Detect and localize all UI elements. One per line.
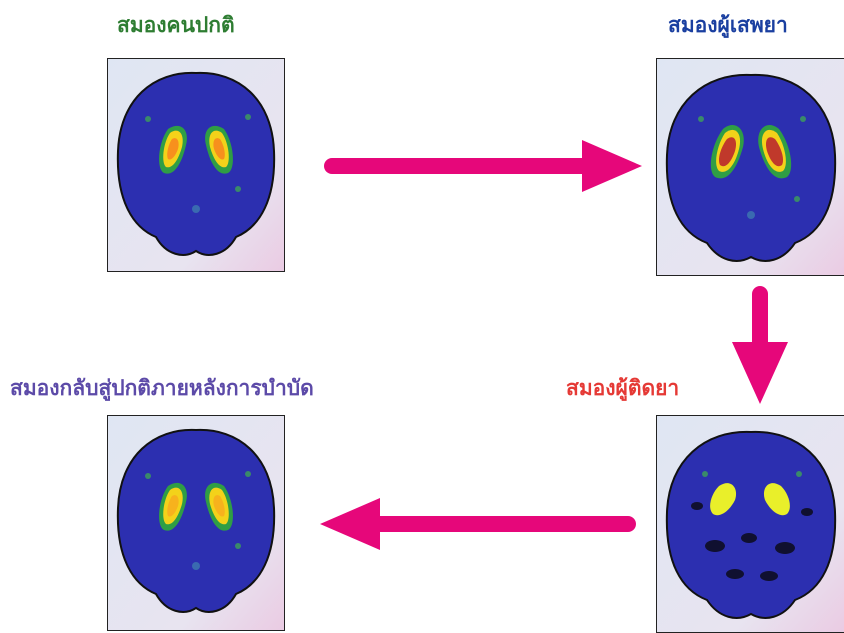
brain-scan-drug-user bbox=[656, 58, 844, 276]
brain-scan-addict bbox=[656, 415, 844, 633]
brain-scan-recovered-image bbox=[108, 416, 284, 630]
arrow-addict-to-recovered bbox=[320, 498, 636, 550]
brain-scan-normal bbox=[107, 58, 285, 272]
label-normal-brain: สมองคนปกติ bbox=[117, 13, 235, 37]
arrow-normal-to-user bbox=[324, 140, 642, 192]
brain-scan-drug-user-image bbox=[657, 59, 844, 275]
arrow-user-to-addict bbox=[732, 286, 788, 404]
brain-scan-normal-image bbox=[108, 59, 284, 271]
label-addict-brain: สมองผู้ติดยา bbox=[566, 376, 680, 400]
brain-scan-addict-image bbox=[657, 416, 844, 632]
label-recovered-brain: สมองกลับสู่ปกติภายหลังการบำบัด bbox=[10, 376, 314, 400]
brain-scan-recovered bbox=[107, 415, 285, 631]
label-drug-user-brain: สมองผู้เสพยา bbox=[668, 13, 788, 37]
